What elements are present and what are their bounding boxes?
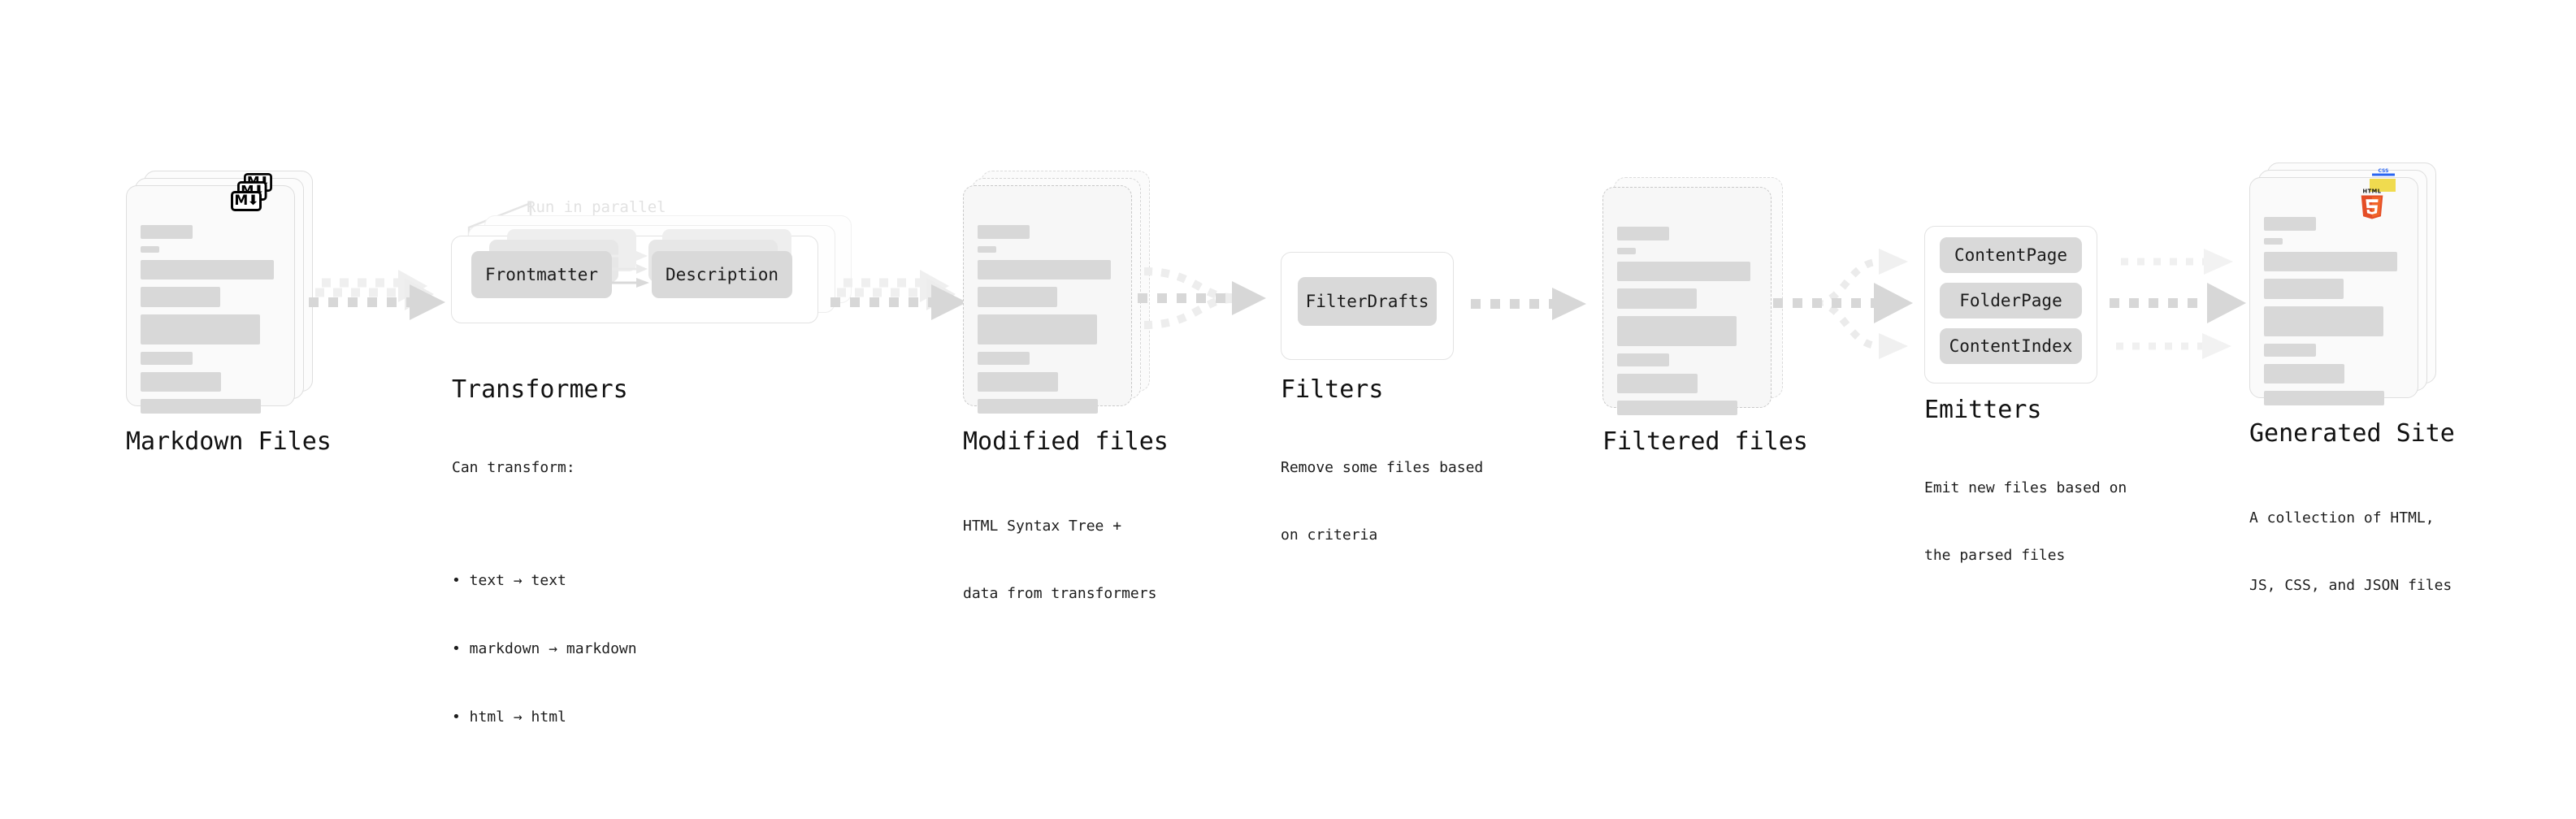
arrow-filtered-to-emitters <box>1773 234 1944 372</box>
markdown-badge-front: M⬇ <box>231 191 262 211</box>
filter-chip-filterdrafts[interactable]: FilterDrafts <box>1298 277 1437 326</box>
arrow-markdown-to-transformers <box>307 268 453 333</box>
filtered-files-skeleton <box>1617 227 1758 422</box>
generated-site-card-front <box>2249 177 2418 405</box>
markdown-files-skeleton <box>141 225 281 421</box>
modified-files-card-front <box>963 185 1132 414</box>
filters-title: Filters <box>1281 375 1384 404</box>
emitter-chip-folderpage[interactable]: FolderPage <box>1940 283 2082 318</box>
emitter-chip-folderpage-label: FolderPage <box>1959 291 2062 310</box>
modified-files-description-line-2: data from transformers <box>963 585 1157 603</box>
transformer-chip-description[interactable]: Description <box>652 251 792 298</box>
svg-text:CSS: CSS <box>2379 168 2389 174</box>
emitters-description-line-2: the parsed files <box>1924 547 2066 565</box>
modified-files-skeleton <box>978 225 1118 421</box>
transformer-chip-description-label: Description <box>665 265 779 284</box>
generated-site-description-line-1: A collection of HTML, <box>2249 509 2435 526</box>
transformers-description-heading: Can transform: <box>452 458 575 476</box>
css-badge: CSS <box>2372 167 2395 176</box>
arrow-filters-to-filtered <box>1471 286 1601 335</box>
generated-site-description-line-2: JS, CSS, and JSON files <box>2249 577 2452 595</box>
transformers-title: Transformers <box>452 375 628 404</box>
pipeline-diagram: M⬇ M⬇ M⬇ Markdown Files <box>126 162 2455 726</box>
emitter-chip-contentpage[interactable]: ContentPage <box>1940 237 2082 273</box>
transformer-chip-frontmatter-label: Frontmatter <box>484 265 599 284</box>
emitters-description-line-1: Emit new files based on <box>1924 479 2127 496</box>
filtered-files-card-stack <box>1602 177 1789 415</box>
markdown-files-card-stack: M⬇ M⬇ M⬇ <box>126 171 313 414</box>
generated-site-card-stack: CSS HTML <box>2249 162 2444 406</box>
transformers-bullet-list: • text → text • markdown → markdown • ht… <box>452 524 637 774</box>
svg-text:HTML: HTML <box>2363 188 2382 195</box>
arrow-transformers-to-modified <box>829 268 975 333</box>
transformers-box-stack: Frontmatter Description <box>451 215 857 323</box>
generated-site-title: Generated Site <box>2249 419 2455 448</box>
filtered-files-card-front <box>1602 187 1772 415</box>
generated-site-description: A collection of HTML, JS, CSS, and JSON … <box>2249 462 2452 643</box>
generated-site-skeleton <box>2264 217 2405 413</box>
emitters-title: Emitters <box>1924 396 2042 424</box>
markdown-files-title: Markdown Files <box>126 427 332 456</box>
modified-files-title: Modified files <box>963 427 1169 456</box>
arrow-emitters-to-site <box>2110 234 2280 372</box>
emitter-chip-contentindex-label: ContentIndex <box>1949 336 2073 356</box>
arrow-modified-to-filters <box>1138 262 1300 351</box>
html5-badge: HTML <box>2358 187 2386 219</box>
emitters-description: Emit new files based on the parsed files <box>1924 431 2127 613</box>
js-badge <box>2370 179 2396 192</box>
filter-chip-filterdrafts-label: FilterDrafts <box>1305 292 1429 311</box>
transformers-description: Can transform: • text → text • markdown … <box>452 411 637 819</box>
modified-files-description: HTML Syntax Tree + data from transformer… <box>963 470 1156 651</box>
filters-description-line-1: Remove some files based <box>1281 458 1484 476</box>
emitter-chip-contentpage-label: ContentPage <box>1954 245 2068 265</box>
filtered-files-title: Filtered files <box>1602 427 1808 456</box>
markdown-files-card-front <box>126 185 295 414</box>
modified-files-card-stack <box>963 171 1150 414</box>
transformers-bullet-1: • text → text <box>452 572 566 590</box>
filters-description: Remove some files based on criteria <box>1281 411 1483 592</box>
run-in-parallel-label: Run in parallel <box>527 198 666 216</box>
transformers-bullet-2: • markdown → markdown <box>452 639 637 657</box>
filters-description-line-2: on criteria <box>1281 526 1378 544</box>
transformers-bullet-3: • html → html <box>452 708 566 726</box>
emitter-chip-contentindex[interactable]: ContentIndex <box>1940 328 2082 364</box>
transformer-chip-frontmatter[interactable]: Frontmatter <box>471 251 612 298</box>
modified-files-description-line-1: HTML Syntax Tree + <box>963 517 1122 535</box>
